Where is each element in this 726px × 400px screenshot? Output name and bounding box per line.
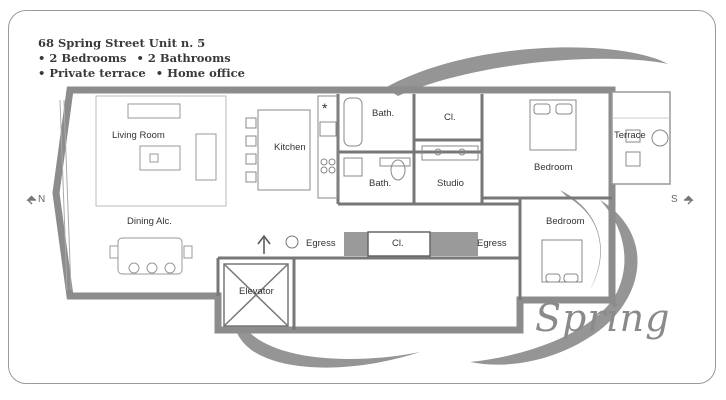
closet2-label: Cl. (392, 238, 404, 249)
elevator-label: Elevator (239, 286, 274, 297)
bath1-label: Bath. (372, 108, 395, 119)
feature-bedrooms: • 2 Bedrooms (38, 51, 127, 65)
hall-closet (367, 231, 431, 257)
exterior-walls (52, 86, 616, 334)
bedroom1-label: Bedroom (534, 162, 573, 173)
elevator-shaft (223, 263, 289, 327)
bath2-label: Bath. (369, 178, 392, 189)
arrow-up-icon (257, 234, 271, 254)
bath-fixtures (343, 97, 411, 181)
listing-address: 68 Spring Street Unit n. 5 (38, 36, 206, 50)
bedroom2-label: Bedroom (546, 216, 585, 227)
features-row-1: • 2 Bedrooms • 2 Bathrooms (38, 51, 245, 66)
dining-furniture (109, 237, 193, 275)
left-windows (59, 99, 72, 291)
living-room-label: Living Room (112, 130, 165, 141)
kitchen-label: Kitchen (274, 142, 306, 153)
egress2-label: Egress (477, 238, 507, 249)
feature-terrace: • Private terrace (38, 66, 146, 80)
decorative-swirl (236, 47, 668, 368)
compass-north: N (38, 194, 46, 205)
studio-desk (421, 145, 479, 161)
kitchen-fixtures (245, 95, 339, 199)
interior-walls (216, 94, 612, 330)
radiator-icon (285, 235, 299, 249)
feature-bathrooms: • 2 Bathrooms (136, 51, 231, 65)
brand-logo: Spring (535, 296, 671, 340)
arrow-left-icon (26, 195, 36, 205)
dining-label: Dining Alc. (127, 216, 172, 227)
closet1-label: Cl. (444, 112, 456, 123)
terrace-chairs (625, 129, 669, 167)
arrow-right-icon (684, 195, 694, 205)
bed-icons (529, 99, 583, 283)
living-furniture (95, 95, 227, 207)
egress1-label: Egress (306, 238, 336, 249)
listing-header: 68 Spring Street Unit n. 5 • 2 Bedrooms•… (38, 36, 245, 81)
terrace-label: Terrace (614, 130, 646, 141)
studio-label: Studio (437, 178, 464, 189)
compass-south: S (671, 194, 678, 205)
feature-home-office: • Home office (155, 66, 245, 80)
asterisk-icon: * (322, 100, 328, 116)
features-row-2: • Private terrace • Home office (38, 66, 245, 81)
terrace-area (611, 91, 671, 185)
